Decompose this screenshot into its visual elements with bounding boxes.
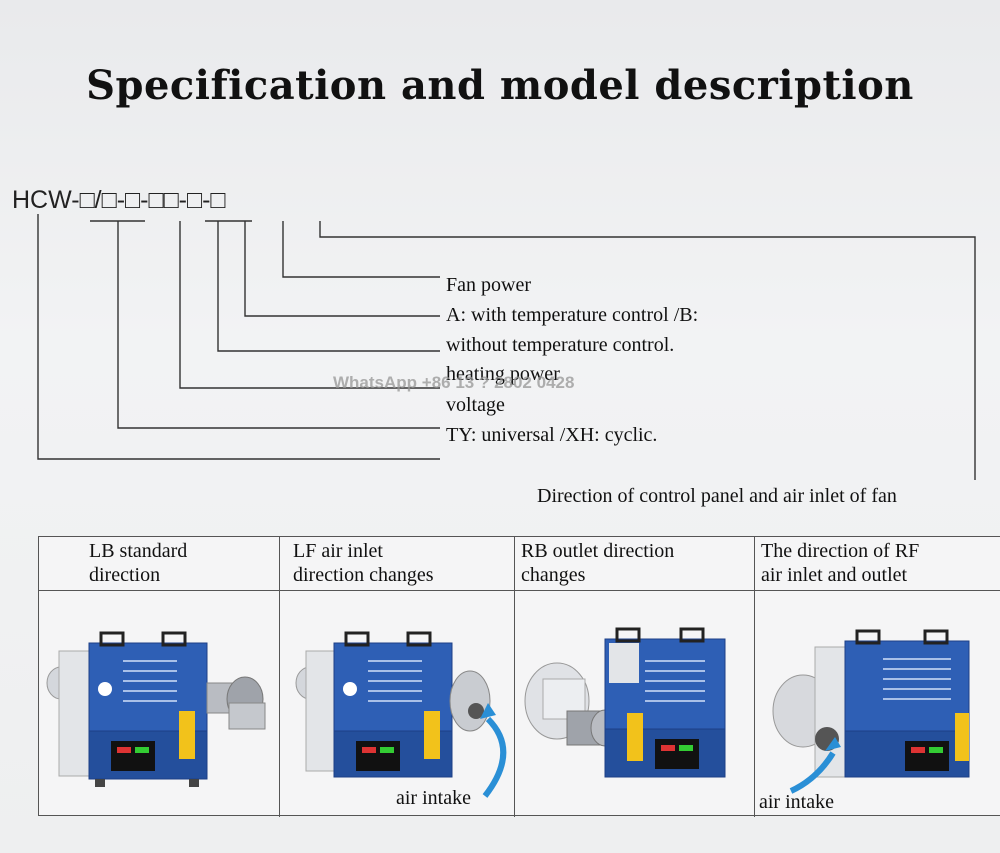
header-lb-line2: direction xyxy=(89,564,161,586)
header-rf-line1: The direction of RF xyxy=(761,540,920,562)
heater-machine-icon xyxy=(772,629,970,794)
cell-lf: air intake xyxy=(280,591,515,817)
air-intake-arrow xyxy=(789,751,836,794)
annotation-temp-control-a: A: with temperature control /B: xyxy=(446,304,699,326)
heater-machine-icon xyxy=(295,631,507,798)
direction-note: Direction of control panel and air inlet… xyxy=(537,485,897,507)
cell-rf: air intake xyxy=(755,591,1000,817)
cell-rb xyxy=(515,591,755,817)
connector-fan xyxy=(282,221,440,278)
page-title: Specification and model description xyxy=(86,62,914,109)
direction-table: LB standard direction LF air inlet direc… xyxy=(38,536,1000,817)
heater-machine-icon xyxy=(524,627,726,778)
header-rb-line1: RB outlet direction xyxy=(521,540,675,562)
heater-machine-icon xyxy=(46,631,266,787)
header-lb-line1: LB standard xyxy=(89,540,188,562)
air-intake-arrow xyxy=(482,716,507,798)
connector-heating-drop xyxy=(217,221,440,352)
annotation-fan-power: Fan power xyxy=(446,274,531,296)
air-intake-label: air intake xyxy=(759,791,834,813)
model-code: HCW-□/□-□-□□-□-□ xyxy=(12,186,226,214)
watermark-text: WhatsApp +86 13 ? 2802 0428 xyxy=(333,373,575,392)
annotation-voltage: voltage xyxy=(446,394,505,416)
header-lf-line2: direction changes xyxy=(293,564,434,586)
annotation-heating-power: heating power xyxy=(446,363,560,385)
air-intake-label: air intake xyxy=(396,787,471,809)
header-lf-line1: LF air inlet xyxy=(293,540,383,562)
connector-direction xyxy=(319,221,976,480)
annotation-type: TY: universal /XH: cyclic. xyxy=(446,424,658,446)
cell-lb xyxy=(39,591,280,817)
connector-type-drop xyxy=(117,221,440,429)
header-rb: RB outlet direction changes xyxy=(515,537,755,591)
header-rf: The direction of RF air inlet and outlet xyxy=(755,537,1000,591)
connector-temp xyxy=(244,221,440,317)
annotation-temp-control-b: without temperature control. xyxy=(446,334,675,356)
connector-hcw xyxy=(37,214,440,460)
header-rf-line2: air inlet and outlet xyxy=(761,564,908,586)
header-lb: LB standard direction xyxy=(39,537,280,591)
header-rb-line2: changes xyxy=(521,564,586,586)
connector-voltage xyxy=(179,221,440,389)
header-lf: LF air inlet direction changes xyxy=(280,537,515,591)
